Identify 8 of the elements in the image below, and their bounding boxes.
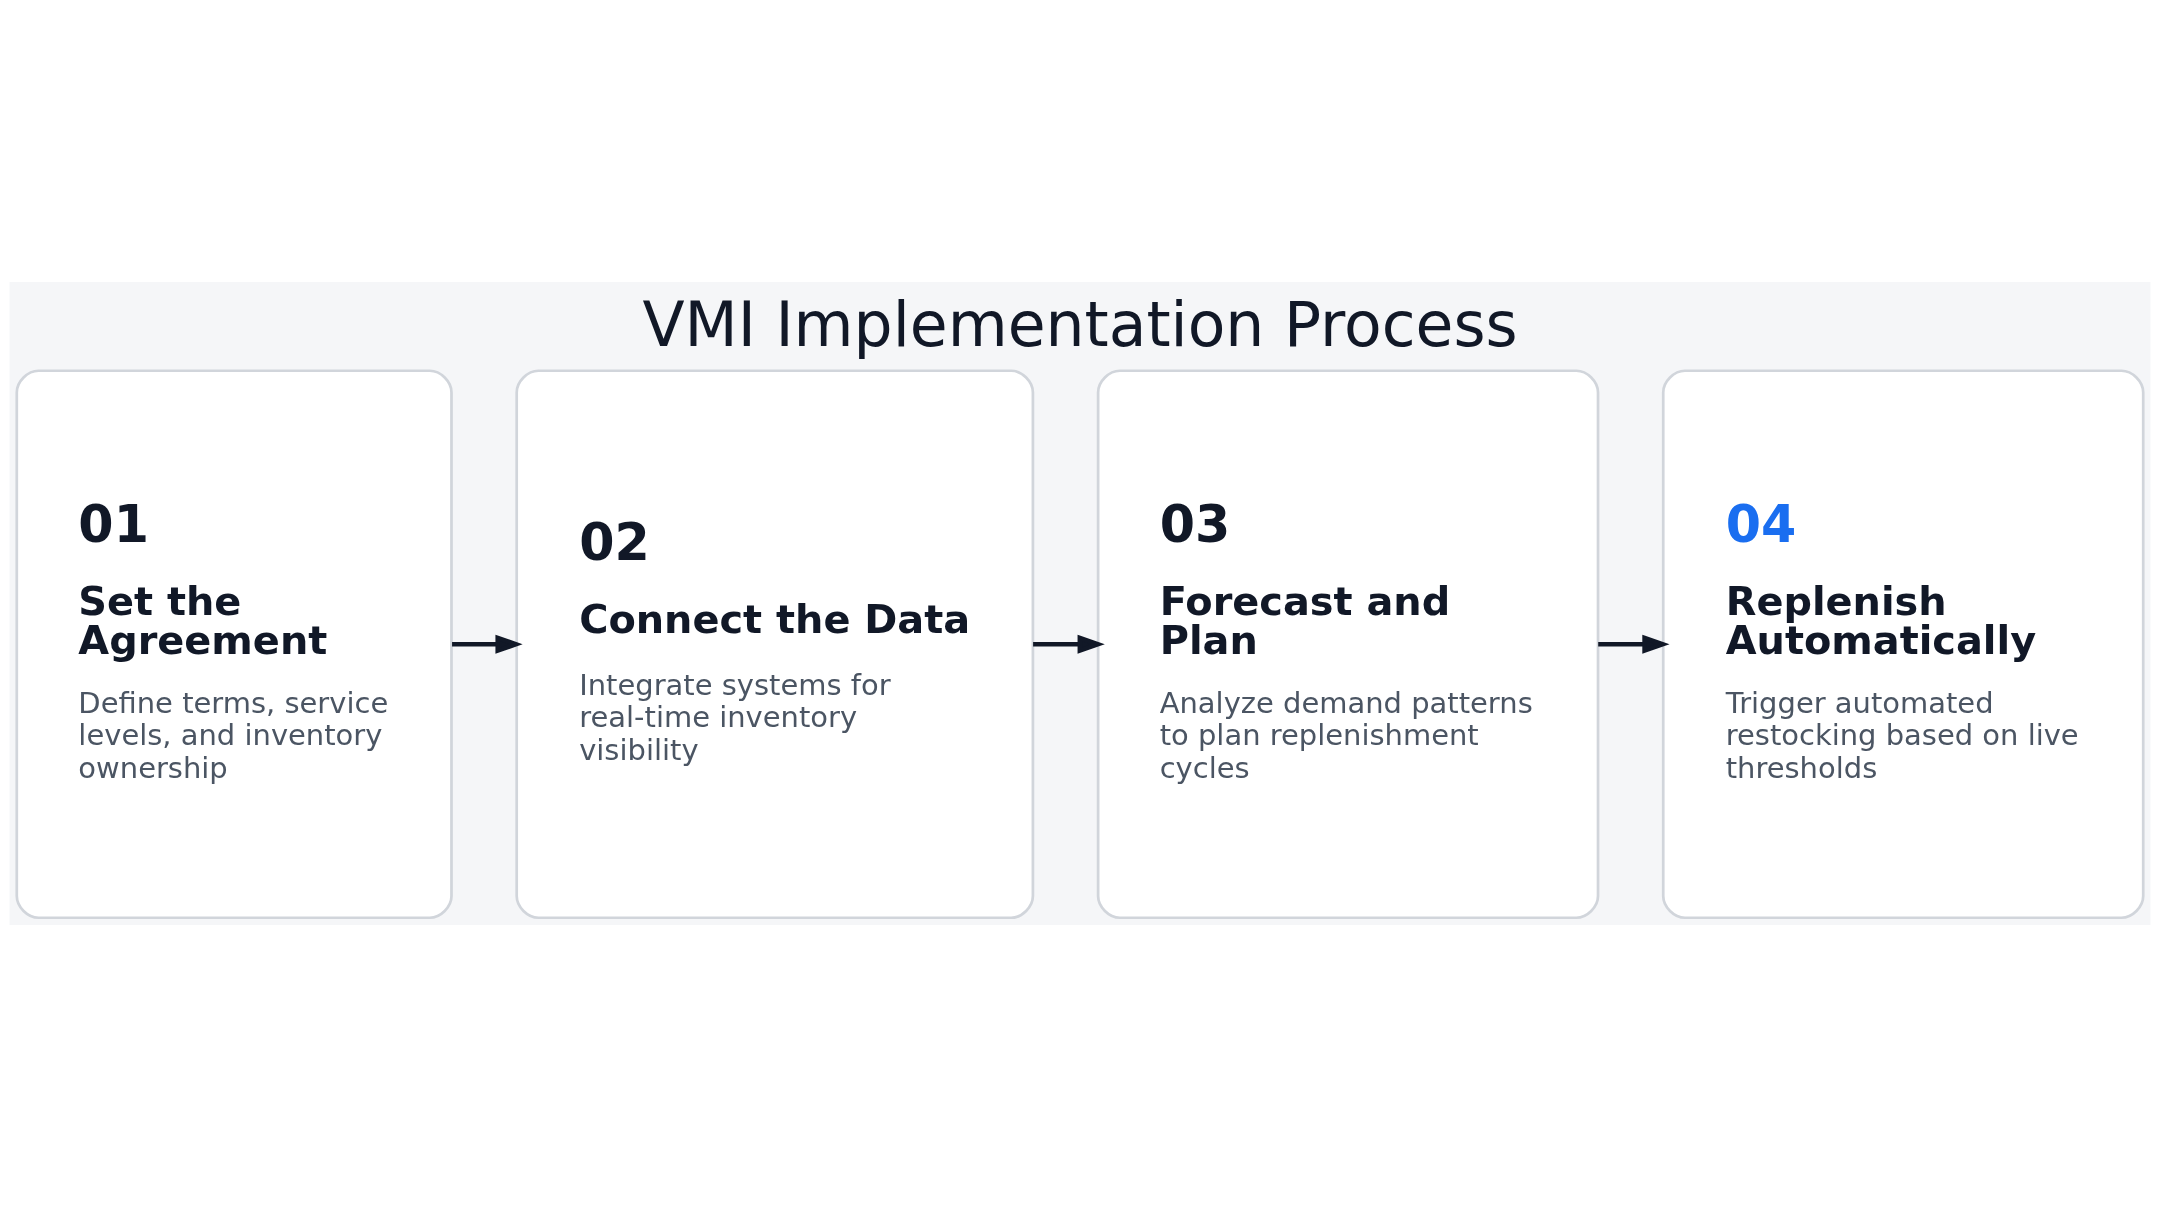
arrow: [452, 634, 523, 654]
node-box: 03 Forecast and Plan Analyze demand patterns to plan replenishment cycles: [1096, 368, 1600, 919]
arrow: [1033, 634, 1105, 654]
node-box: 04 Replenish Automatically Trigger automated restocking based on live thresholds: [1661, 368, 2145, 919]
node-box: 01 Set the Agreement Define terms, service levels, and inventory ownership: [15, 368, 453, 919]
node-box: 02 Connect the Data Integrate systems for real-time inventory visibility: [515, 368, 1035, 919]
diagram-title: VMI Implementation Process: [642, 288, 1518, 361]
arrow: [1598, 634, 1670, 654]
